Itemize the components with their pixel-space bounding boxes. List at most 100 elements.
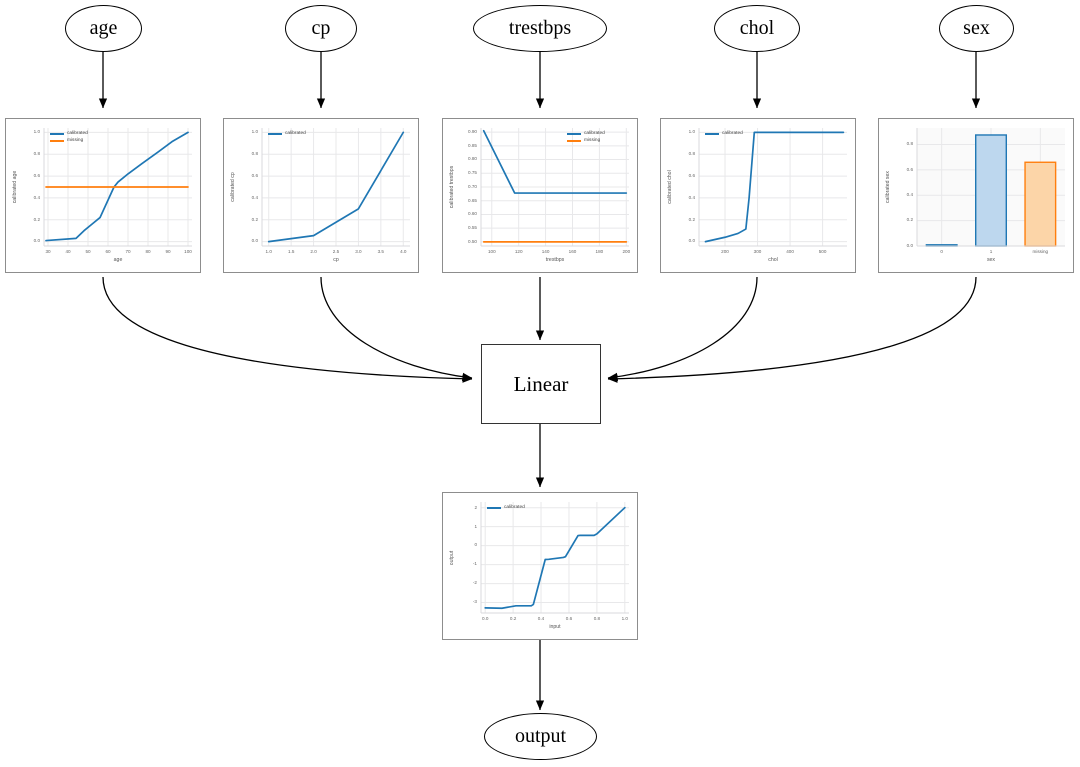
- ytick-sex-2: 0.4: [906, 192, 913, 197]
- ytick-chol-1: 0.2: [688, 216, 695, 222]
- ytick-trestbps-1: 0.55: [468, 225, 477, 230]
- xlabel-age: age: [113, 257, 123, 263]
- legend-item-chol-calibrated: calibrated: [705, 131, 743, 136]
- ytick-cp-3: 0.6: [251, 172, 258, 178]
- xtick-age-4: 70: [125, 249, 131, 254]
- ytick-age-1: 0.2: [33, 216, 40, 222]
- ytick-output-1: -2: [472, 580, 477, 586]
- ytick-age-4: 0.8: [33, 151, 40, 156]
- xtick-age-3: 60: [105, 249, 111, 254]
- plot-area-age: [6, 119, 200, 272]
- ytick-output-0: -3: [472, 599, 477, 605]
- xtick-age-6: 90: [165, 249, 171, 254]
- ytick-sex-0: 0.0: [906, 242, 913, 248]
- legend-item-trestbps-calibrated: calibrated: [567, 131, 605, 136]
- xtick-trestbps-2: 140: [541, 249, 550, 254]
- xtick-output-1: 0.2: [509, 616, 517, 621]
- ytick-cp-5: 1.0: [251, 129, 258, 135]
- ytick-output-5: 2: [474, 504, 477, 510]
- ytick-age-0: 0.0: [33, 238, 40, 244]
- node-trestbps-label: trestbps: [508, 17, 572, 39]
- ytick-trestbps-5: 0.75: [468, 170, 477, 176]
- xtick-chol-2: 400: [786, 249, 794, 254]
- ytick-trestbps-3: 0.65: [468, 197, 477, 203]
- legend-item-age-calibrated: calibrated: [50, 131, 88, 136]
- node-chol[interactable]: chol: [714, 5, 800, 52]
- node-linear-label: Linear: [513, 371, 569, 396]
- ytick-chol-5: 1.0: [688, 129, 695, 135]
- node-cp[interactable]: cp: [285, 5, 357, 52]
- xtick-output-5: 1.0: [621, 616, 628, 621]
- legend-item-trestbps-missing: missing: [567, 138, 605, 143]
- ytick-output-4: 1: [474, 523, 477, 529]
- ytick-trestbps-7: 0.85: [468, 142, 477, 148]
- ylabel-sex: calibrated sex: [885, 170, 891, 204]
- xtick-age-7: 100: [184, 249, 192, 254]
- xtick-output-4: 0.8: [593, 616, 601, 621]
- ytick-cp-4: 0.8: [251, 151, 258, 156]
- ytick-sex-3: 0.6: [906, 166, 913, 172]
- node-sex[interactable]: sex: [939, 5, 1014, 52]
- xtick-cp-2: 2.0: [310, 249, 317, 254]
- plot-area-trestbps: [443, 119, 637, 272]
- xtick-trestbps-4: 180: [595, 249, 604, 254]
- xtick-trestbps-5: 200: [622, 249, 631, 254]
- legend-age: calibrated missing: [50, 131, 88, 143]
- legend-label-calibrated: calibrated: [504, 505, 525, 510]
- xlabel-trestbps: trestbps: [545, 257, 565, 263]
- ytick-age-2: 0.4: [33, 194, 40, 200]
- xtick-chol-3: 500: [818, 249, 827, 254]
- node-output[interactable]: output: [484, 713, 597, 760]
- ytick-trestbps-6: 0.80: [468, 156, 477, 162]
- ylabel-trestbps: calibrated trestbps: [449, 165, 455, 209]
- edge-sex-chart-to-linear: [607, 276, 977, 383]
- ytick-cp-1: 0.2: [251, 216, 258, 222]
- xtick-cp-0: 1.0: [265, 249, 272, 254]
- legend-item-cp-calibrated: calibrated: [268, 131, 306, 136]
- xtick-cp-5: 3.5: [377, 249, 384, 254]
- legend-swatch-calibrated: [487, 506, 501, 509]
- node-age-label: age: [89, 17, 118, 39]
- xtick-trestbps-3: 160: [568, 249, 577, 254]
- ytick-age-5: 1.0: [33, 129, 40, 135]
- legend-chol: calibrated: [705, 131, 743, 136]
- node-linear[interactable]: Linear: [481, 344, 601, 424]
- ytick-output-2: -1: [472, 561, 477, 567]
- legend-cp: calibrated: [268, 131, 306, 136]
- legend-swatch-missing: [567, 139, 581, 142]
- xtick-sex-0: 0: [940, 249, 943, 254]
- node-chol-label: chol: [739, 17, 775, 39]
- ylabel-cp: calibrated cp: [230, 172, 236, 202]
- plot-area-chol: [661, 119, 855, 272]
- ytick-sex-4: 0.8: [906, 141, 913, 147]
- legend-swatch-missing: [50, 139, 64, 142]
- ytick-chol-0: 0.0: [688, 238, 695, 244]
- ytick-trestbps-0: 0.50: [468, 238, 477, 244]
- legend-label-calibrated: calibrated: [285, 131, 306, 136]
- node-cp-label: cp: [311, 17, 331, 39]
- xtick-trestbps-0: 100: [487, 249, 496, 254]
- node-output-label: output: [514, 725, 567, 747]
- plot-area-sex: [879, 119, 1073, 272]
- legend-swatch-calibrated: [268, 132, 282, 135]
- xtick-sex-2: missing: [1032, 249, 1049, 254]
- xtick-age-5: 80: [145, 249, 151, 254]
- xtick-output-0: 0.0: [481, 616, 489, 621]
- node-trestbps[interactable]: trestbps: [473, 5, 607, 52]
- xlabel-sex: sex: [986, 257, 996, 263]
- node-age[interactable]: age: [65, 5, 142, 52]
- ylabel-age: calibrated age: [12, 170, 18, 204]
- xtick-cp-6: 4.0: [400, 249, 407, 254]
- ytick-cp-0: 0.0: [251, 238, 258, 244]
- xtick-chol-0: 200: [721, 249, 729, 254]
- xtick-age-0: 30: [45, 249, 51, 254]
- ytick-cp-2: 0.4: [251, 194, 258, 200]
